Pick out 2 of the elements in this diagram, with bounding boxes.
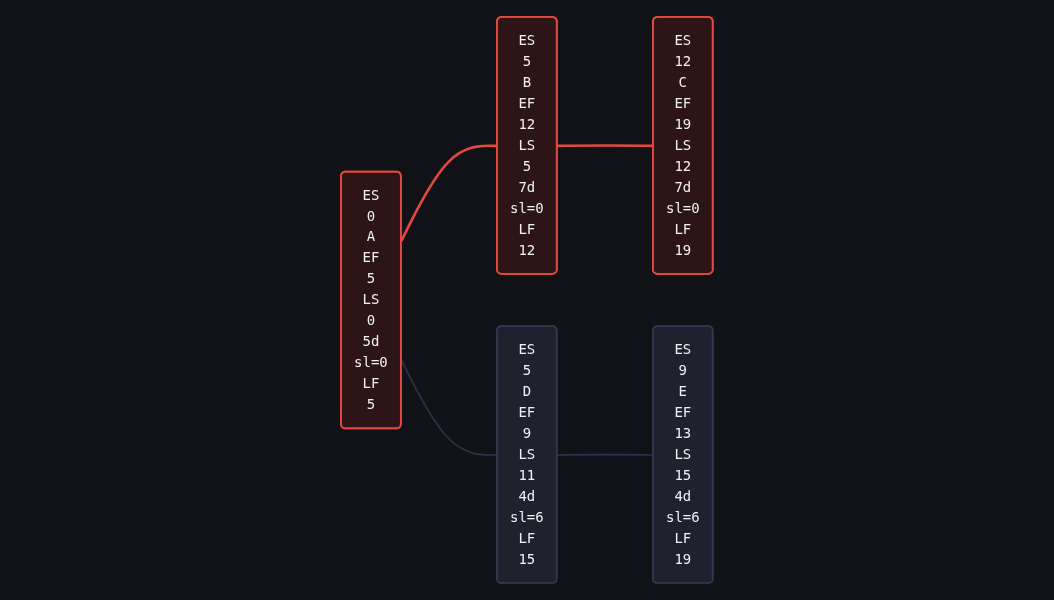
connector <box>557 144 654 148</box>
connector <box>400 144 498 242</box>
